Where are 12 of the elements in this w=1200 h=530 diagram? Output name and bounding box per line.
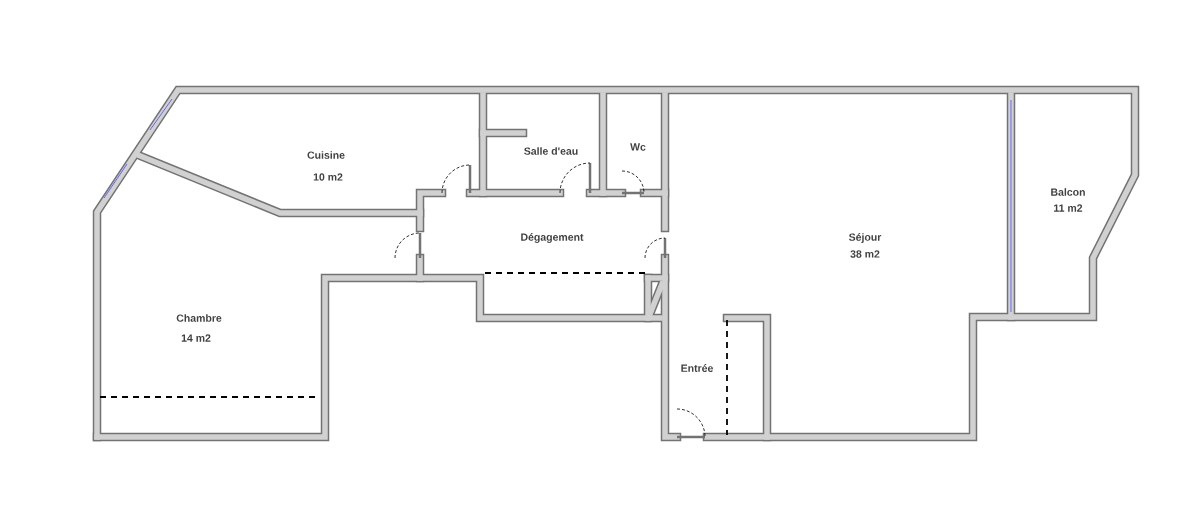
room-name: Chambre [176,314,222,322]
area-label: 11 m2 [1054,204,1083,212]
room-name: Balcon [1051,188,1085,196]
room-name: Entrée [681,364,713,372]
room-name: Wc [630,143,646,151]
area-label: 38 m2 [850,250,880,258]
room-name: Cuisine [307,151,345,159]
room-name: Dégagement [521,233,584,243]
room-name: Séjour [848,233,882,243]
area-label: 10 m2 [313,173,343,181]
area-label: 14 m2 [181,334,211,342]
room-name: Salle d'eau [524,147,578,155]
